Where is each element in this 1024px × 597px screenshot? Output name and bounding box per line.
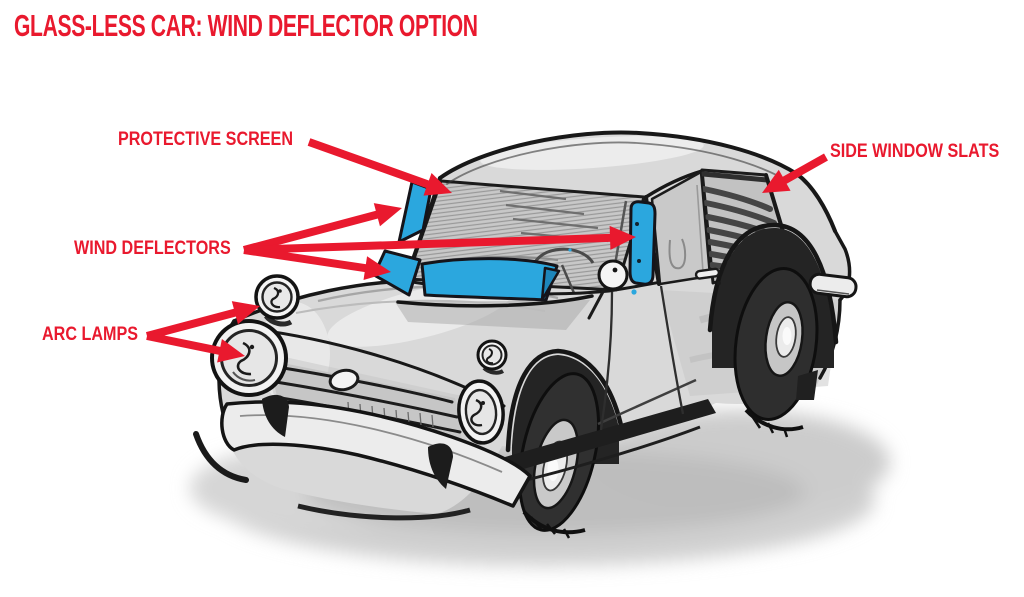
- wind-deflector-b-pillar: [628, 200, 657, 286]
- label-side-window-slats: SIDE WINDOW SLATS: [830, 141, 1000, 162]
- headlamp-right: [457, 379, 505, 445]
- page-title: GLASS-LESS CAR: WIND DEFLECTOR OPTION: [14, 8, 478, 43]
- door-details: [599, 267, 721, 431]
- headlamp-left: [210, 319, 288, 397]
- front-bumper: [220, 394, 532, 508]
- door-handle: [694, 267, 721, 280]
- label-wind-deflectors: WIND DEFLECTORS: [74, 238, 231, 259]
- arc-lamp-fender-right: [476, 339, 508, 375]
- label-arc-lamps: ARC LAMPS: [42, 324, 139, 345]
- hood-emblem: [328, 368, 360, 392]
- wind-deflector-cowl-band: [420, 257, 559, 302]
- arc-lamps-part: [210, 274, 508, 445]
- label-protective-screen: PROTECTIVE SCREEN: [118, 129, 293, 150]
- side-mirror: [587, 259, 629, 320]
- arc-lamp-fender-left: [254, 274, 300, 327]
- rear-bumper: [808, 272, 858, 299]
- rear-wheel: [707, 222, 839, 438]
